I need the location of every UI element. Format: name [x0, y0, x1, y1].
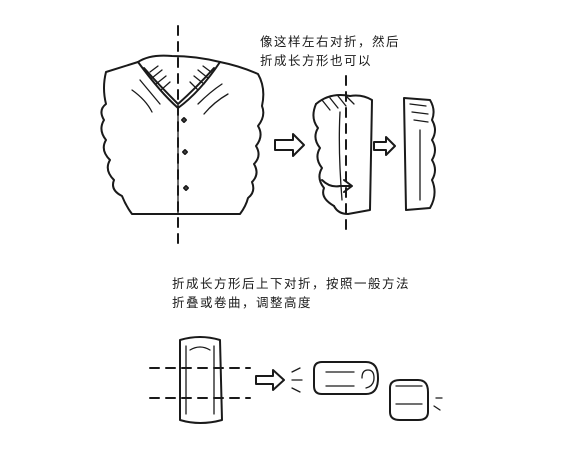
folded-half-collar-icon: [312, 75, 373, 235]
arrow-right-icon: [373, 136, 396, 156]
arrow-right-icon: [274, 133, 305, 157]
rectangle-fold-icon: [403, 97, 436, 211]
folded-rectangle-icon: [149, 336, 251, 424]
small-bundle-icon: [389, 379, 443, 421]
instruction-bottom-line-2: 折叠或卷曲，调整高度: [172, 295, 313, 310]
instruction-top-line-2: 折成长方形也可以: [260, 53, 373, 68]
instruction-bottom-line-1: 折成长方形后上下对折，按照一般方法: [172, 276, 411, 291]
arrow-right-icon: [255, 367, 303, 393]
shirt-collar-front-icon: [100, 25, 265, 247]
roll-icon: [313, 361, 379, 395]
instruction-top-line-1: 像这样左右对折，然后: [260, 34, 401, 49]
